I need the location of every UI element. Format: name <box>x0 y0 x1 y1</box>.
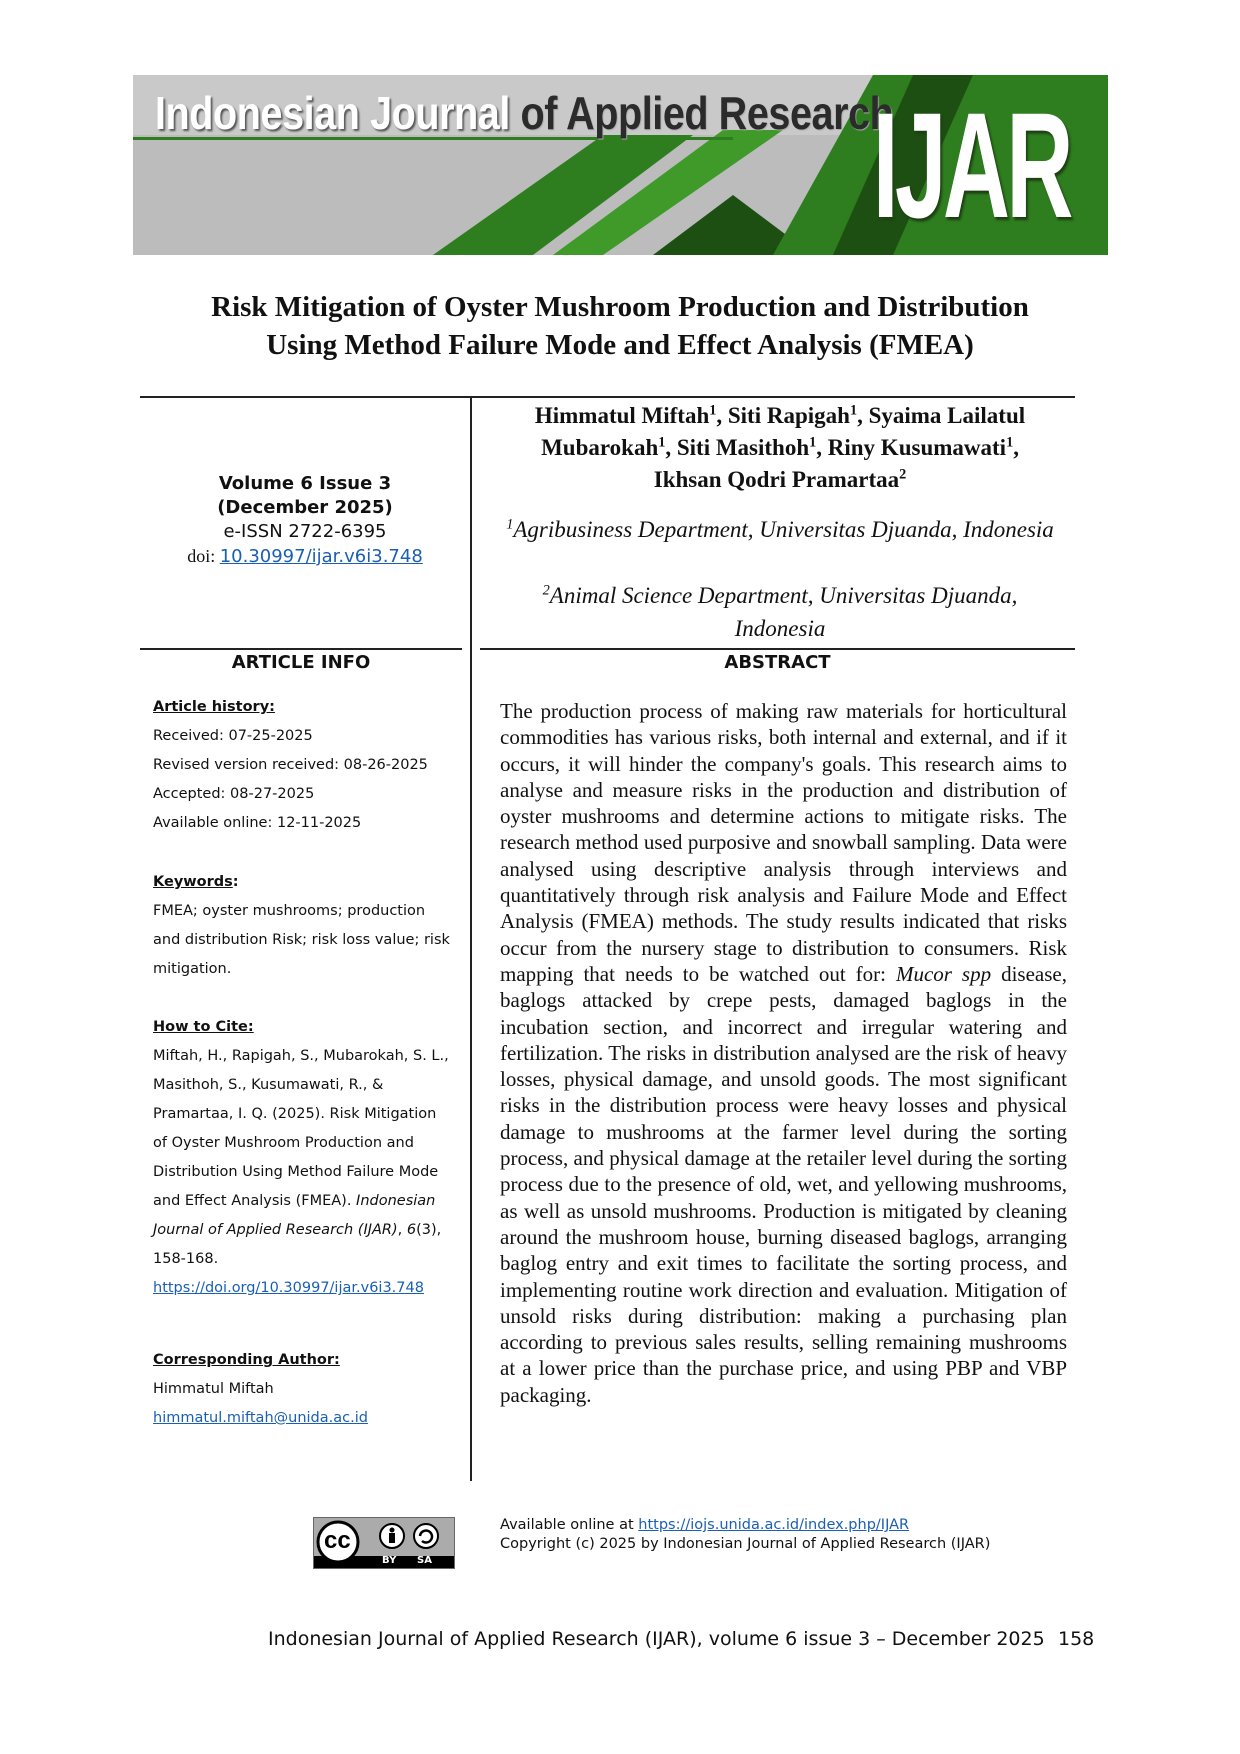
abstract-body: The production process of making raw mat… <box>500 698 1067 1408</box>
cc-by-sa-icon <box>314 1518 454 1568</box>
cc-by-label: BY <box>382 1555 397 1566</box>
author-6: , Ikhsan Qodri Pramartaa <box>653 435 1019 492</box>
how-to-cite: How to Cite: Miftah, H., Rapigah, S., Mu… <box>153 1013 453 1303</box>
author-list: Himmatul Miftah1, Siti Rapigah1, Syaima … <box>505 400 1055 496</box>
citation: Miftah, H., Rapigah, S., Mubarokah, S. L… <box>153 1042 453 1274</box>
abstract-heading: ABSTRACT <box>724 652 831 673</box>
cc-label: cc <box>324 1527 351 1554</box>
affiliation-1-text: Agribusiness Department, Universitas Dju… <box>513 517 1054 542</box>
abstract-rule <box>480 648 1075 650</box>
author-4-aff: 1 <box>809 434 817 451</box>
received-date: Received: 07-25-2025 <box>153 728 313 744</box>
volume-block: Volume 6 Issue 3 (December 2025) e-ISSN … <box>140 472 470 569</box>
available-date: Available online: 12-11-2025 <box>153 815 362 831</box>
volume-date: (December 2025) <box>217 497 393 518</box>
volume-issue: Volume 6 Issue 3 <box>218 473 392 494</box>
cc-license-badge[interactable]: cc BY SA <box>313 1517 455 1569</box>
paper-title-line2: Using Method Failure Mode and Effect Ana… <box>266 329 974 361</box>
banner-graphic <box>133 75 1108 255</box>
cc-sa-label: SA <box>417 1555 432 1566</box>
top-rule <box>140 396 1075 398</box>
cite-label: How to Cite: <box>153 1019 254 1035</box>
keywords-section: Keywords: FMEA; oyster mushrooms; produc… <box>153 868 453 984</box>
author-5-aff: 1 <box>1006 434 1014 451</box>
author-3-aff: 1 <box>658 434 666 451</box>
abstract-part2: disease, baglogs attacked by crepe pests… <box>500 961 1067 1407</box>
corresponding-author: Corresponding Author: Himmatul Miftah hi… <box>153 1346 453 1433</box>
banner-logo: IJAR <box>872 81 1074 249</box>
banner-title-part1: Indonesian Journal <box>155 87 510 139</box>
banner-journal-name: Indonesian Journal of Applied Research <box>155 83 894 143</box>
journal-site-link[interactable]: https://iojs.unida.ac.id/index.php/IJAR <box>638 1517 910 1533</box>
banner-title-part2: of Applied Research <box>509 87 894 139</box>
doi-label: doi: <box>187 546 220 566</box>
issn: e-ISSN 2722-6395 <box>223 521 387 542</box>
author-4: , Siti Masithoh <box>665 435 810 460</box>
page-footer-text: Indonesian Journal of Applied Research (… <box>268 1628 1045 1650</box>
history-label: Article history: <box>153 699 275 715</box>
revised-date: Revised version received: 08-26-2025 <box>153 757 428 773</box>
author-2-aff: 1 <box>849 402 858 419</box>
author-2: , Siti Rapigah <box>716 403 850 428</box>
author-1-aff: 1 <box>709 402 717 419</box>
corr-label: Corresponding Author: <box>153 1352 340 1368</box>
article-info-heading: ARTICLE INFO <box>231 652 371 673</box>
cite-text: Miftah, H., Rapigah, S., Mubarokah, S. L… <box>153 1048 449 1209</box>
affiliation-2-text: Animal Science Department, Universitas D… <box>549 583 1018 641</box>
paper-title-line1: Risk Mitigation of Oyster Mushroom Produ… <box>211 291 1029 323</box>
cite-volume: 6 <box>406 1222 417 1238</box>
copyright-line: Copyright (c) 2025 by Indonesian Journal… <box>500 1536 991 1552</box>
cite-tail: (3), 158-168. <box>153 1222 442 1267</box>
journal-banner: Indonesian Journal of Applied Research I… <box>133 75 1108 255</box>
author-3: , Syaima Lailatul Mubarokah <box>541 403 1026 460</box>
doi-line: doi: 10.30997/ijar.v6i3.748 <box>140 544 470 569</box>
accepted-date: Accepted: 08-27-2025 <box>153 786 315 802</box>
available-online-line: Available online at https://iojs.unida.a… <box>500 1516 909 1535</box>
author-1: Himmatul Miftah <box>534 403 710 428</box>
abstract-italic-term: Mucor spp <box>895 961 992 986</box>
column-divider <box>470 396 472 1481</box>
affiliation-1: 1Agribusiness Department, Universitas Dj… <box>505 513 1055 546</box>
available-online-label: Available online at <box>500 1517 639 1533</box>
doi-link[interactable]: 10.30997/ijar.v6i3.748 <box>219 546 423 567</box>
article-info-rule <box>140 648 462 650</box>
affiliation-2-marker: 2 <box>542 582 550 599</box>
keywords-label: Keywords <box>153 874 233 890</box>
affiliation-1-marker: 1 <box>506 516 514 533</box>
keywords-list: FMEA; oyster mushrooms; production and d… <box>153 903 450 977</box>
page-number: 158 <box>1058 1628 1095 1650</box>
cite-comma: , <box>397 1222 407 1238</box>
cite-doi-link[interactable]: https://doi.org/10.30997/ijar.v6i3.748 <box>153 1280 424 1296</box>
article-history: Article history: Received: 07-25-2025 Re… <box>153 693 453 838</box>
author-6-aff: 2 <box>899 466 907 483</box>
affiliation-2: 2Animal Science Department, Universitas … <box>505 579 1055 645</box>
keywords-colon: : <box>232 874 239 890</box>
author-5: , Riny Kusumawati <box>816 435 1007 460</box>
corr-name: Himmatul Miftah <box>153 1381 274 1397</box>
abstract-part1: The production process of making raw mat… <box>500 699 1067 986</box>
cite-journal: Indonesian Journal of Applied Research (… <box>153 1193 436 1238</box>
corr-email-link[interactable]: himmatul.miftah@unida.ac.id <box>153 1410 368 1426</box>
